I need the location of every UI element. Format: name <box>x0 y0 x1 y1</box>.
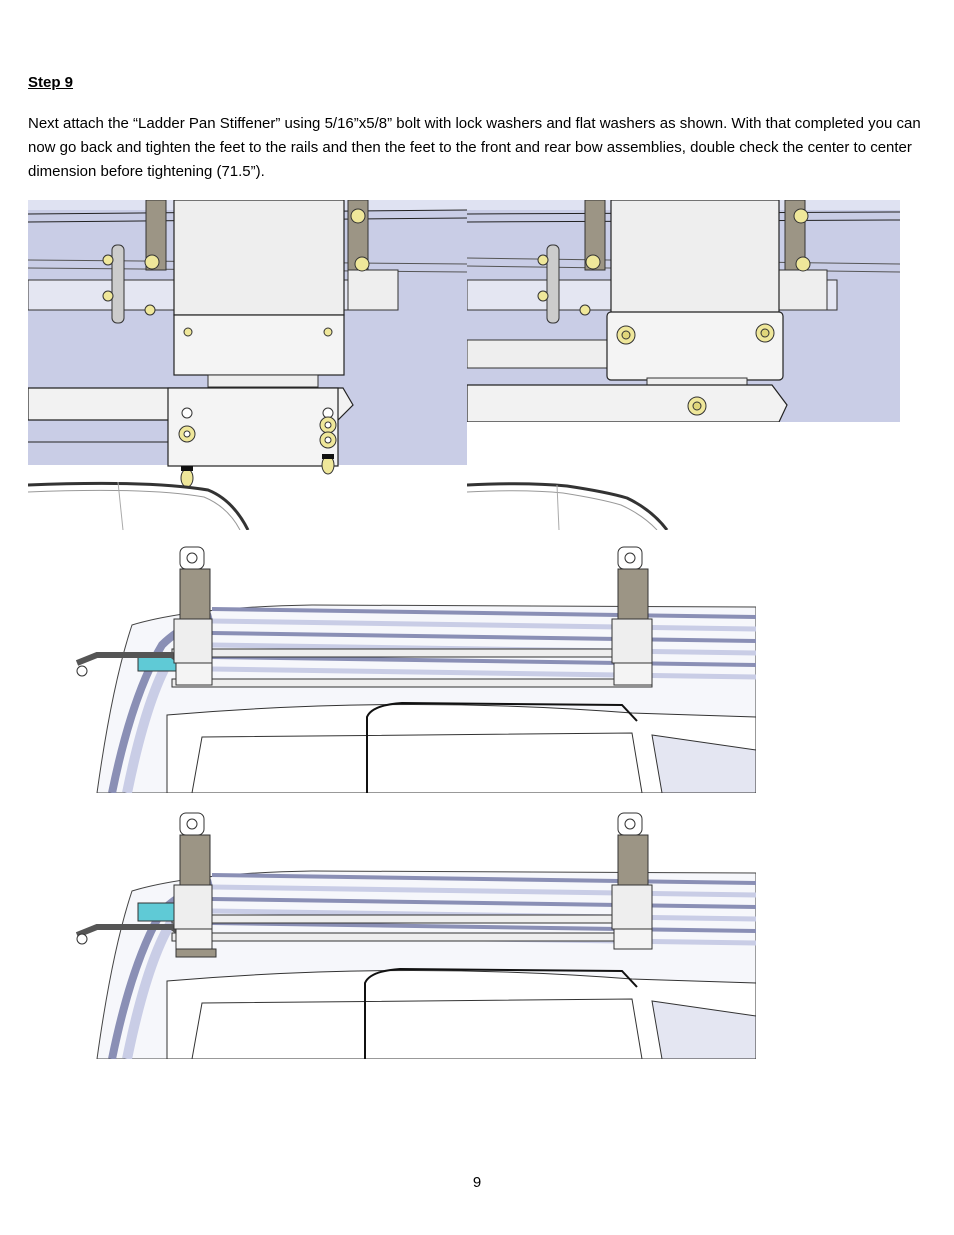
van-roof-rack-icon <box>72 545 756 793</box>
ladder-pan-stiffener-installed-icon <box>467 200 900 530</box>
closeup-before-stiffener <box>28 200 467 530</box>
page-number: 9 <box>472 1174 482 1191</box>
step-title: Step 9 <box>28 74 74 91</box>
van-roof-rack-icon <box>72 811 756 1059</box>
roof-view-rack-without-stiffener <box>72 545 756 793</box>
roof-view-rack-with-stiffener <box>72 811 756 1059</box>
ladder-pan-stiffener-exploded-icon <box>28 200 467 530</box>
closeup-after-stiffener <box>467 200 900 530</box>
step-instructions: Next attach the “Ladder Pan Stiffener” u… <box>28 115 921 180</box>
